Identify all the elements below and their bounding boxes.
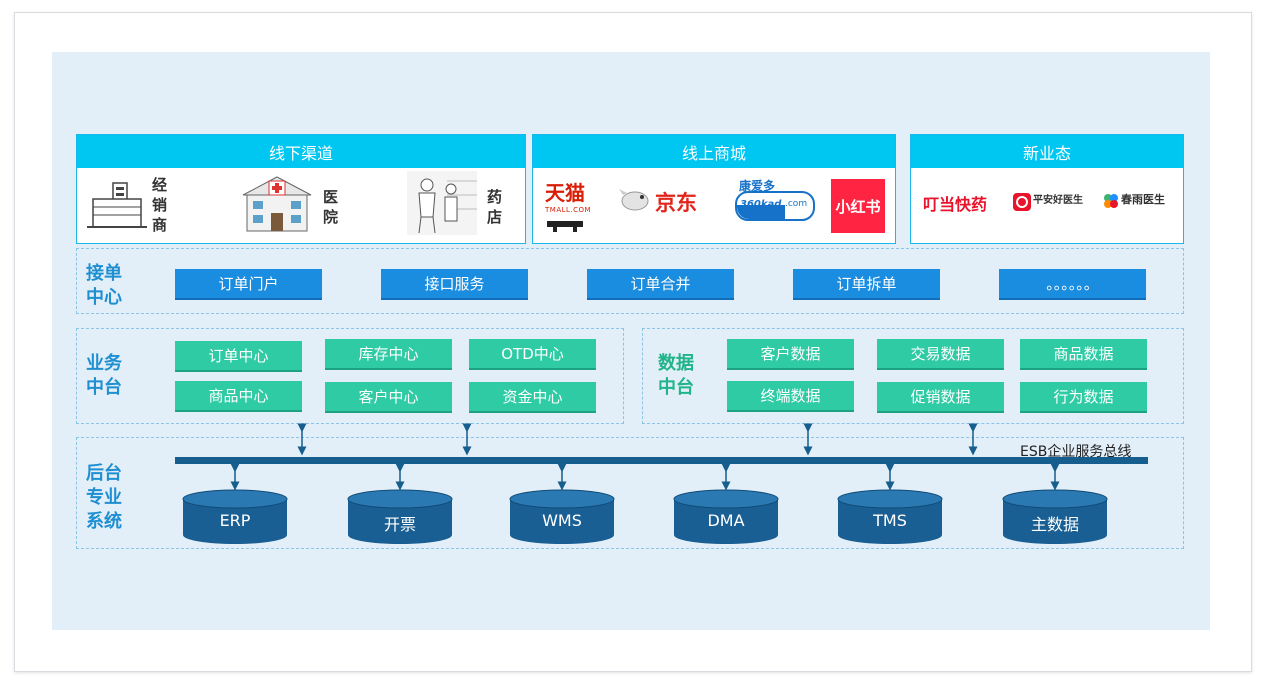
order-center-zone (76, 248, 1184, 314)
backend-label-line1: 后台 (86, 463, 122, 484)
customer-data-box: 客户数据 (727, 339, 854, 370)
business-platform-zone (76, 328, 624, 424)
master-data-database: 主数据 (1001, 489, 1109, 545)
inventory-center-box: 库存中心 (325, 339, 452, 370)
jd-logo: 京东 (655, 191, 697, 215)
backend-zone (76, 437, 1184, 549)
product-data-box: 商品数据 (1020, 339, 1147, 370)
database-icon (347, 489, 453, 544)
dma-label: DMA (707, 511, 745, 530)
channel-new-business: 新业态 叮当快药 平安好医生 春雨医生 (910, 134, 1184, 244)
data-platform-label-line1: 数据 (658, 353, 694, 374)
order-portal-box: 订单门户 (175, 269, 322, 300)
customer-center-box: 客户中心 (325, 382, 452, 413)
master-data-label: 主数据 (1030, 515, 1079, 534)
jd-dog-icon (619, 189, 649, 211)
database-icon (182, 489, 288, 544)
chunyu-icon (1104, 194, 1118, 208)
tmall-logo: 天猫 TMALL.COM (545, 177, 591, 238)
terminal-data-box: 终端数据 (727, 381, 854, 412)
dma-database: DMA (672, 489, 780, 545)
channel-new-business-title: 新业态 (911, 135, 1183, 168)
erp-database: ERP (181, 489, 289, 545)
database-icon (509, 489, 615, 544)
tmall-cat-icon (547, 221, 583, 232)
behavior-data-box: 行为数据 (1020, 382, 1147, 413)
pharmacy-icon (407, 171, 477, 235)
kad-logo-text: 康爱多 (739, 179, 776, 193)
pharmacy-label: 药店 (487, 187, 503, 227)
transaction-data-box: 交易数据 (877, 339, 1004, 370)
distributor-label: 经销商 (152, 175, 168, 235)
channel-online-title: 线上商城 (533, 135, 895, 168)
order-center-label-line1: 接单 (86, 263, 122, 284)
tms-label: TMS (873, 511, 907, 530)
backend-label: 后台 专业 系统 (86, 462, 122, 534)
erp-label: ERP (219, 511, 251, 530)
kad-com-text: .com (785, 199, 808, 209)
hospital-icon (242, 176, 312, 232)
fund-center-box: 资金中心 (469, 382, 596, 413)
business-platform-label: 业务 中台 (86, 352, 122, 400)
backend-label-line2: 专业 (86, 487, 122, 508)
tms-database: TMS (836, 489, 944, 545)
wms-label: WMS (542, 511, 582, 530)
business-platform-label-line2: 中台 (86, 377, 122, 398)
dingdang-logo: 叮当快药 (923, 195, 988, 214)
pingan-icon (1013, 193, 1031, 211)
kad-logo: 康爱多 360kad .com (735, 179, 815, 225)
tmall-logo-subtext: TMALL.COM (545, 206, 592, 214)
database-icon (837, 489, 943, 544)
database-icon (1002, 489, 1108, 544)
tmall-logo-text: 天猫 (545, 181, 585, 205)
kad-badge-fill (737, 205, 785, 219)
distributor-text: 经销商 (152, 176, 168, 234)
distributor-building-icon (87, 182, 147, 228)
esb-bus-line (175, 457, 1148, 464)
business-platform-label-line1: 业务 (86, 353, 122, 374)
hospital-label: 医院 (323, 187, 339, 227)
channel-offline: 线下渠道 经销商 医院 (76, 134, 526, 244)
pingan-logo: 平安好医生 (1033, 195, 1083, 206)
chunyu-logo: 春雨医生 (1121, 193, 1165, 206)
more-items-box: 。。。。。。 (999, 269, 1146, 300)
order-center-label: 接单 中心 (86, 262, 122, 310)
channel-offline-title: 线下渠道 (77, 135, 525, 168)
data-platform-label-line2: 中台 (658, 377, 694, 398)
database-icon (673, 489, 779, 544)
backend-label-line3: 系统 (86, 511, 122, 532)
invoice-database: 开票 (346, 489, 454, 545)
pharmacy-text: 药店 (487, 188, 503, 226)
channel-online: 线上商城 天猫 TMALL.COM 京东 康爱多 360kad .com 小红书 (532, 134, 896, 244)
xiaohongshu-logo: 小红书 (831, 179, 885, 233)
hospital-text: 医院 (323, 188, 339, 226)
promotion-data-box: 促销数据 (877, 382, 1004, 413)
wms-database: WMS (508, 489, 616, 545)
otd-center-box: OTD中心 (469, 339, 596, 370)
kad-domain-text: 360kad (740, 199, 782, 210)
order-center-label-line2: 中心 (86, 287, 122, 308)
data-platform-label: 数据 中台 (658, 352, 694, 400)
order-center-box: 订单中心 (175, 341, 302, 372)
product-center-box: 商品中心 (175, 381, 302, 412)
order-split-box: 订单拆单 (793, 269, 940, 300)
esb-bus-label: ESB企业服务总线 (1020, 444, 1132, 460)
order-merge-box: 订单合并 (587, 269, 734, 300)
invoice-label: 开票 (383, 515, 416, 534)
data-platform-zone (642, 328, 1184, 424)
interface-service-box: 接口服务 (381, 269, 528, 300)
